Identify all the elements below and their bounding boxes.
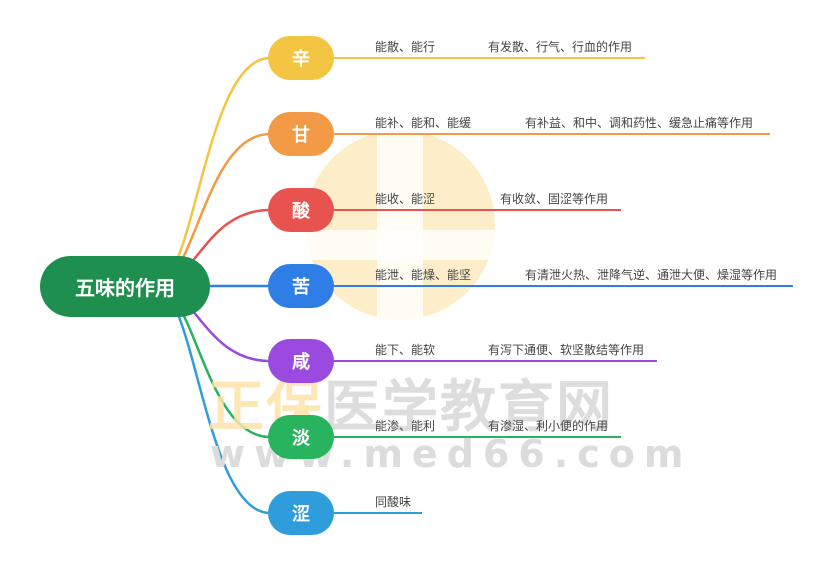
ability-text: 能泄、能燥、能坚 bbox=[375, 268, 472, 282]
watermark-logo bbox=[305, 130, 495, 320]
ability-text: 能渗、能利 bbox=[375, 419, 436, 433]
effect-text: 有清泄火热、泄降气逆、通泄大便、燥湿等作用 bbox=[525, 268, 778, 282]
effect-text: 有渗湿、利小便的作用 bbox=[488, 419, 609, 433]
taste-node[interactable]: 酸 bbox=[268, 188, 334, 232]
taste-node[interactable]: 咸 bbox=[268, 339, 334, 383]
taste-node[interactable]: 涩 bbox=[268, 491, 334, 535]
ability-text: 能收、能涩 bbox=[375, 192, 436, 206]
root-node[interactable]: 五味的作用 bbox=[40, 256, 210, 317]
ability-text: 同酸味 bbox=[375, 495, 412, 509]
ability-text: 能散、能行 bbox=[375, 40, 436, 54]
effect-text: 有收敛、固涩等作用 bbox=[500, 192, 609, 206]
effect-text: 有泻下通便、软坚散结等作用 bbox=[488, 343, 645, 357]
effect-text: 有发散、行气、行血的作用 bbox=[488, 40, 633, 54]
branch-connector bbox=[154, 56, 271, 288]
ability-text: 能补、能和、能缓 bbox=[375, 116, 472, 130]
taste-node[interactable]: 苦 bbox=[268, 264, 334, 308]
taste-node[interactable]: 淡 bbox=[268, 415, 334, 459]
taste-node[interactable]: 甘 bbox=[268, 112, 334, 156]
watermark-text: 正保医学教育网 bbox=[208, 375, 614, 440]
taste-node[interactable]: 辛 bbox=[268, 36, 334, 80]
effect-text: 有补益、和中、调和药性、缓急止痛等作用 bbox=[525, 116, 754, 130]
ability-text: 能下、能软 bbox=[375, 343, 436, 357]
